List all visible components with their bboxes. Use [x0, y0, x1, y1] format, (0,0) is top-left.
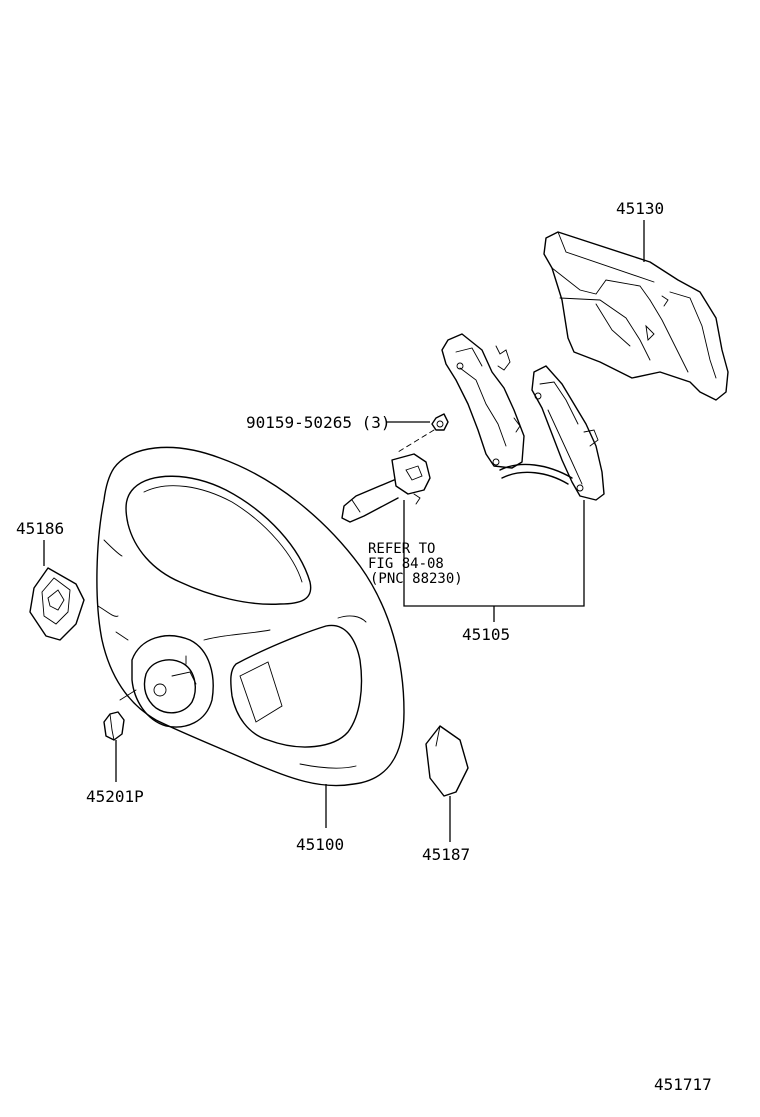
steering-wheel-part [96, 446, 405, 787]
switch-assembly-right-part [531, 365, 605, 501]
screw-dashed-axis [397, 429, 435, 453]
screw-part [431, 413, 449, 431]
label-45187: 45187 [422, 845, 470, 864]
left-ornament-part [29, 567, 85, 641]
switch-harness-wire [499, 463, 573, 479]
label-45100: 45100 [296, 835, 344, 854]
label-45105: 45105 [462, 625, 510, 644]
label-refer-fig: FIG 84-08 [368, 556, 444, 572]
right-ornament-part [425, 725, 469, 797]
switch-assembly-left-part [441, 333, 525, 469]
label-45201p: 45201P [86, 787, 144, 806]
nut-part [103, 711, 125, 741]
label-45130: 45130 [616, 199, 664, 218]
label-45186: 45186 [16, 519, 64, 538]
horn-pad-cover-part [543, 231, 729, 401]
label-refer-pnc: (PNC 88230) [370, 571, 463, 587]
label-refer-to: REFER TO [368, 541, 435, 557]
label-90159-50265: 90159-50265 (3) [246, 413, 391, 432]
cruise-switch-stalk-part [341, 453, 431, 523]
figure-number: 451717 [654, 1075, 712, 1094]
